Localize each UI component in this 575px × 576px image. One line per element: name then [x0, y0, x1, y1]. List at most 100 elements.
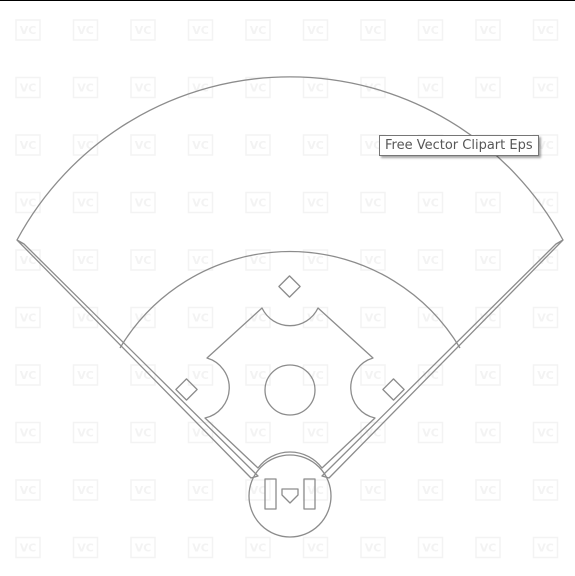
- watermark-tile: VC: [475, 536, 501, 559]
- watermark-tile: VC: [532, 421, 559, 444]
- watermark-tile: VC: [360, 19, 386, 41]
- watermark-tile: VC: [72, 249, 99, 271]
- watermark-tile: VC: [72, 134, 99, 156]
- svg-text:VC: VC: [20, 427, 37, 440]
- svg-text:VC: VC: [192, 197, 209, 210]
- svg-text:VC: VC: [250, 197, 267, 210]
- svg-text:VC: VC: [135, 542, 152, 555]
- svg-text:VC: VC: [77, 427, 94, 440]
- watermark-tile: VC: [532, 191, 559, 214]
- watermark-tile: VC: [532, 536, 559, 559]
- home-plate-circle: [248, 454, 332, 538]
- left-foul-line: [16, 239, 259, 479]
- svg-text:VC: VC: [307, 139, 324, 152]
- svg-text:VC: VC: [20, 139, 37, 152]
- svg-text:VC: VC: [250, 139, 267, 152]
- svg-text:VC: VC: [20, 197, 37, 210]
- watermark-tile: VC: [417, 76, 444, 99]
- svg-text:VC: VC: [250, 369, 267, 382]
- svg-text:VC: VC: [192, 24, 209, 37]
- watermark-tile: VC: [475, 421, 501, 444]
- watermark-tile: VC: [130, 191, 156, 214]
- svg-text:VC: VC: [422, 254, 439, 267]
- watermark-tile: VC: [187, 191, 214, 214]
- svg-text:VC: VC: [480, 542, 497, 555]
- watermark-tile: VC: [532, 364, 559, 386]
- svg-text:VC: VC: [537, 312, 554, 325]
- watermark-tile: VC: [187, 134, 214, 156]
- watermark-tile: VC: [302, 249, 329, 271]
- svg-text:VC: VC: [307, 427, 324, 440]
- watermark-tile: VC: [130, 19, 156, 41]
- svg-text:VC: VC: [480, 82, 497, 95]
- svg-text:VC: VC: [365, 197, 382, 210]
- svg-text:VC: VC: [365, 139, 382, 152]
- svg-text:VC: VC: [480, 369, 497, 382]
- watermark-tile: VC: [302, 76, 329, 99]
- svg-text:VC: VC: [250, 24, 267, 37]
- watermark-tile: VC: [15, 19, 41, 41]
- watermark-tile: VC: [130, 134, 156, 156]
- svg-text:VC: VC: [20, 312, 37, 325]
- watermark-tile: VC: [245, 536, 271, 559]
- watermark-tile: VC: [245, 479, 271, 501]
- svg-text:VC: VC: [20, 542, 37, 555]
- watermark-tile: VC: [15, 536, 41, 559]
- svg-text:VC: VC: [192, 139, 209, 152]
- svg-text:VC: VC: [537, 542, 554, 555]
- watermark-tile: VC: [360, 364, 386, 386]
- watermark-tile: VC: [72, 76, 99, 99]
- svg-text:VC: VC: [77, 312, 94, 325]
- svg-text:VC: VC: [77, 197, 94, 210]
- watermark-tile: VC: [130, 421, 156, 444]
- watermark-tile: VC: [302, 364, 329, 386]
- svg-text:VC: VC: [480, 24, 497, 37]
- svg-text:VC: VC: [537, 369, 554, 382]
- svg-text:VC: VC: [537, 427, 554, 440]
- svg-text:VC: VC: [77, 484, 94, 497]
- watermark-tile: VC: [245, 306, 271, 329]
- watermark-tile: VC: [15, 76, 41, 99]
- watermark-tile: VC: [245, 249, 271, 271]
- svg-text:VC: VC: [365, 542, 382, 555]
- watermark-tile: VC: [417, 421, 444, 444]
- watermark-pattern: VC VC VC VC VC VC VC VC VC VC VC VC VC VC VC VC VC VC VC VC…: [15, 19, 559, 559]
- watermark-tile: VC: [130, 76, 156, 99]
- svg-text:VC: VC: [307, 369, 324, 382]
- svg-text:VC: VC: [192, 369, 209, 382]
- svg-text:VC: VC: [135, 24, 152, 37]
- watermark-tile: VC: [417, 249, 444, 271]
- svg-text:VC: VC: [135, 427, 152, 440]
- watermark-tile: VC: [15, 421, 41, 444]
- svg-text:VC: VC: [480, 197, 497, 210]
- watermark-tile: VC: [417, 191, 444, 214]
- svg-text:VC: VC: [135, 197, 152, 210]
- watermark-tile: VC: [475, 364, 501, 386]
- watermark-tile: VC: [245, 421, 271, 444]
- second-base: [278, 275, 301, 298]
- outfield-fence: [16, 76, 564, 241]
- svg-text:VC: VC: [192, 427, 209, 440]
- svg-text:VC: VC: [250, 542, 267, 555]
- watermark-tile: VC: [302, 191, 329, 214]
- watermark-tile: VC: [302, 19, 329, 41]
- watermark-tile: VC: [72, 19, 99, 41]
- home-plate: [281, 488, 299, 504]
- svg-text:VC: VC: [20, 82, 37, 95]
- watermark-tile: VC: [187, 421, 214, 444]
- watermark-tile: VC: [187, 536, 214, 559]
- svg-text:VC: VC: [307, 82, 324, 95]
- svg-text:VC: VC: [250, 312, 267, 325]
- svg-text:VC: VC: [537, 24, 554, 37]
- watermark-tile: VC: [72, 536, 99, 559]
- svg-text:VC: VC: [365, 484, 382, 497]
- svg-text:VC: VC: [307, 542, 324, 555]
- watermark-tile: VC: [417, 19, 444, 41]
- svg-text:VC: VC: [422, 484, 439, 497]
- watermark-tile: VC: [72, 191, 99, 214]
- svg-text:VC: VC: [365, 369, 382, 382]
- infield-arc: [119, 250, 461, 349]
- watermark-tile: VC: [532, 479, 559, 501]
- svg-text:VC: VC: [422, 427, 439, 440]
- watermark-tile: VC: [532, 306, 559, 329]
